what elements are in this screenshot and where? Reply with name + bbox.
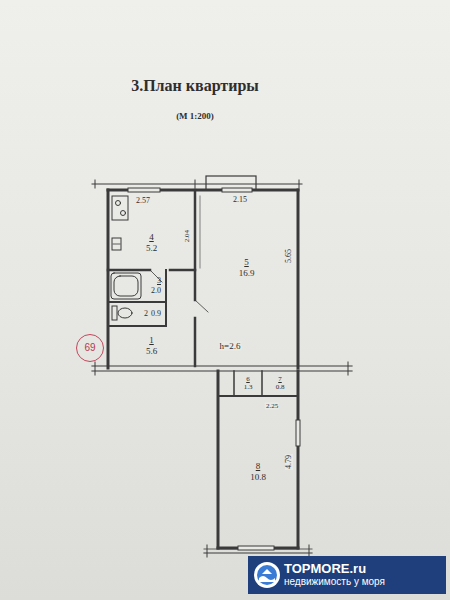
callout-circle: 69 — [76, 334, 104, 362]
dimension: 2.15 — [232, 196, 248, 204]
room-area: 5.2 — [146, 244, 157, 253]
room-number: 5 — [244, 258, 249, 267]
sink — [112, 238, 121, 250]
room: 70.8 — [262, 371, 298, 396]
wall — [217, 371, 220, 548]
dimension: 2.04 — [184, 229, 191, 243]
room: 15.6 — [108, 326, 195, 366]
ceiling-height: h=2.6 — [219, 342, 242, 351]
room-number: 1 — [149, 336, 154, 345]
room: 516.9 — [195, 190, 298, 366]
wall — [297, 190, 300, 368]
dimension: 2.57 — [135, 197, 151, 205]
room-number: 3 — [157, 277, 161, 285]
brand-tagline: недвижимость у моря — [284, 577, 385, 588]
room-area: 2.0 — [151, 287, 161, 295]
dimension-line — [204, 552, 312, 553]
room-area: 5.6 — [146, 347, 157, 356]
watermark-band: TOPMORE.ruнедвижимость у моря — [248, 556, 446, 594]
scale-label: (М 1:200) — [175, 112, 215, 121]
wall — [107, 190, 110, 368]
wall — [108, 189, 298, 192]
dimension-line — [92, 184, 302, 185]
room: 810.8 — [218, 396, 298, 548]
room-area: 10.8 — [250, 473, 266, 482]
callout-number: 69 — [84, 343, 95, 354]
door-swing — [195, 300, 208, 312]
room: 45.2 — [108, 190, 195, 270]
stove — [112, 196, 128, 220]
window — [128, 188, 300, 550]
dimension: 2.25 — [265, 403, 279, 410]
room-area: 0.8 — [276, 384, 285, 391]
room: 20.9 — [108, 302, 166, 326]
room-number: 8 — [256, 462, 261, 471]
wall — [194, 190, 197, 300]
bathtub — [111, 273, 141, 299]
section-line — [92, 365, 352, 366]
room: 32.0 — [108, 270, 166, 302]
room: 61.3 — [234, 371, 262, 396]
room-number: 2 — [144, 310, 148, 318]
room-area: 1.3 — [244, 384, 253, 391]
room-number: 4 — [149, 233, 154, 242]
brand-name: TOPMORE.ru — [284, 562, 366, 576]
room-area: 0.9 — [151, 310, 161, 318]
dimension: 4.79 — [285, 454, 293, 470]
dimension: 5.65 — [285, 248, 293, 264]
plan-title: 3.План квартиры — [131, 77, 259, 95]
room-area: 16.9 — [239, 269, 255, 278]
room-number: 7 — [278, 376, 282, 383]
room-number: 6 — [246, 376, 250, 383]
logo-icon — [252, 560, 282, 590]
toilet — [112, 306, 132, 320]
